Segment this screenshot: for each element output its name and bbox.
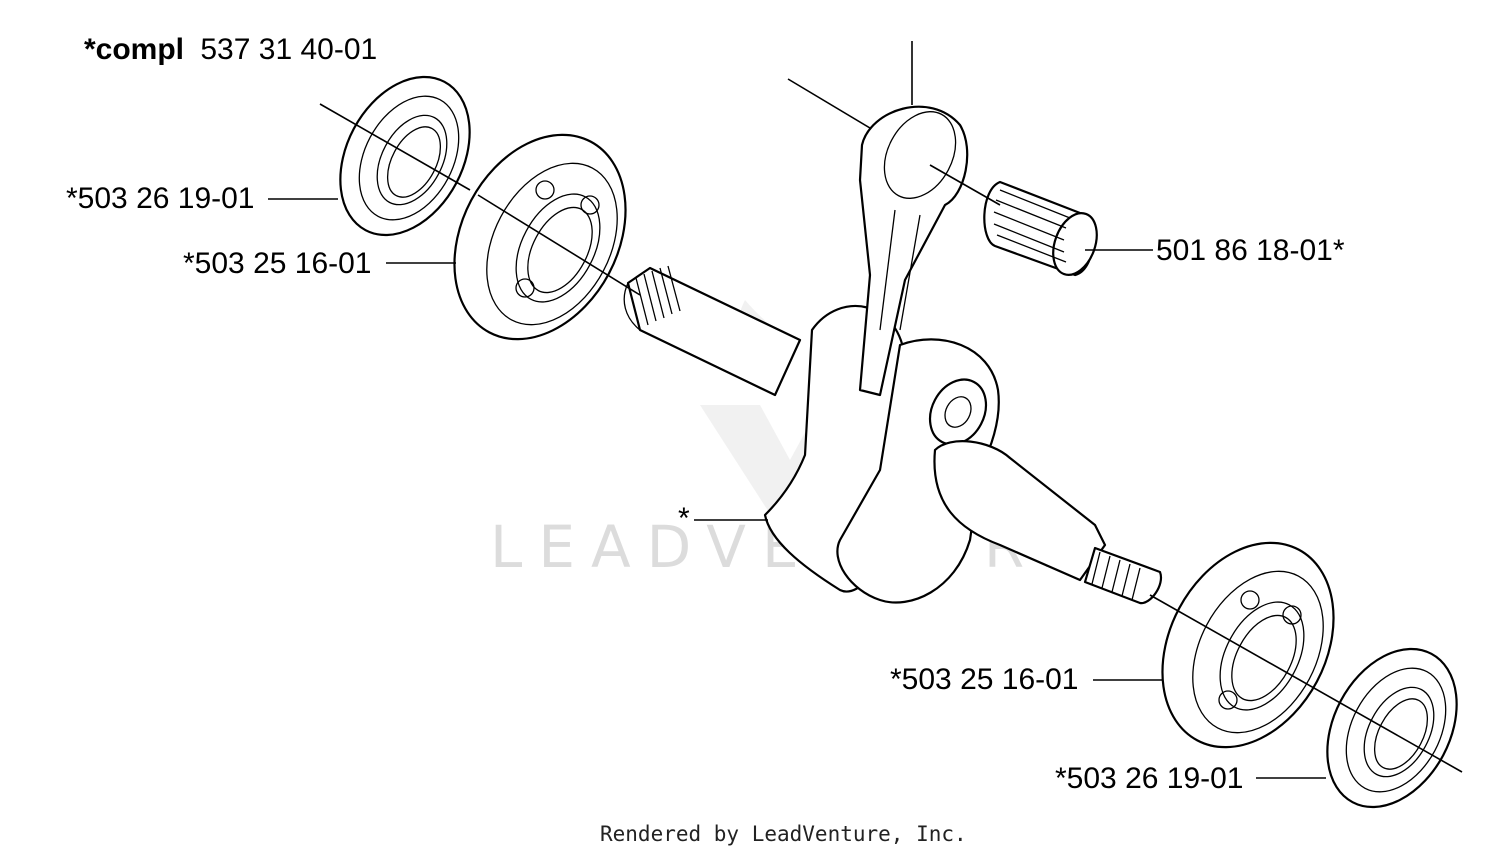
assembly-label-number: 537 31 40-01 (200, 33, 377, 66)
needle-bearing (983, 180, 1098, 277)
assembly-label: *compl 537 31 40-01 (84, 33, 377, 66)
bearing-top (453, 133, 627, 341)
bearing-bottom (1161, 541, 1335, 749)
leader-lines (268, 198, 1326, 779)
crankshaft-right-shaft (933, 440, 1163, 605)
assembly-label-prefix: *compl (84, 33, 184, 66)
crankshaft-left-stub (623, 265, 802, 397)
label-seal-top: *503 26 19-01 (66, 182, 255, 215)
footer-credit: Rendered by LeadVenture, Inc. (600, 822, 967, 846)
label-seal-bottom: *503 26 19-01 (1055, 762, 1244, 795)
label-needle-bearing: 501 86 18-01* (1156, 234, 1345, 267)
axis-lines (319, 41, 1463, 773)
seal-top (339, 75, 471, 237)
label-bearing-top: *503 25 16-01 (183, 247, 372, 280)
label-bearing-bottom: *503 25 16-01 (890, 663, 1079, 696)
label-crankshaft: * (678, 502, 690, 535)
seal-bottom (1326, 647, 1458, 809)
callout-labels: *compl 537 31 40-01 *503 26 19-01 *503 2… (66, 33, 1345, 795)
connecting-rod (858, 105, 969, 397)
